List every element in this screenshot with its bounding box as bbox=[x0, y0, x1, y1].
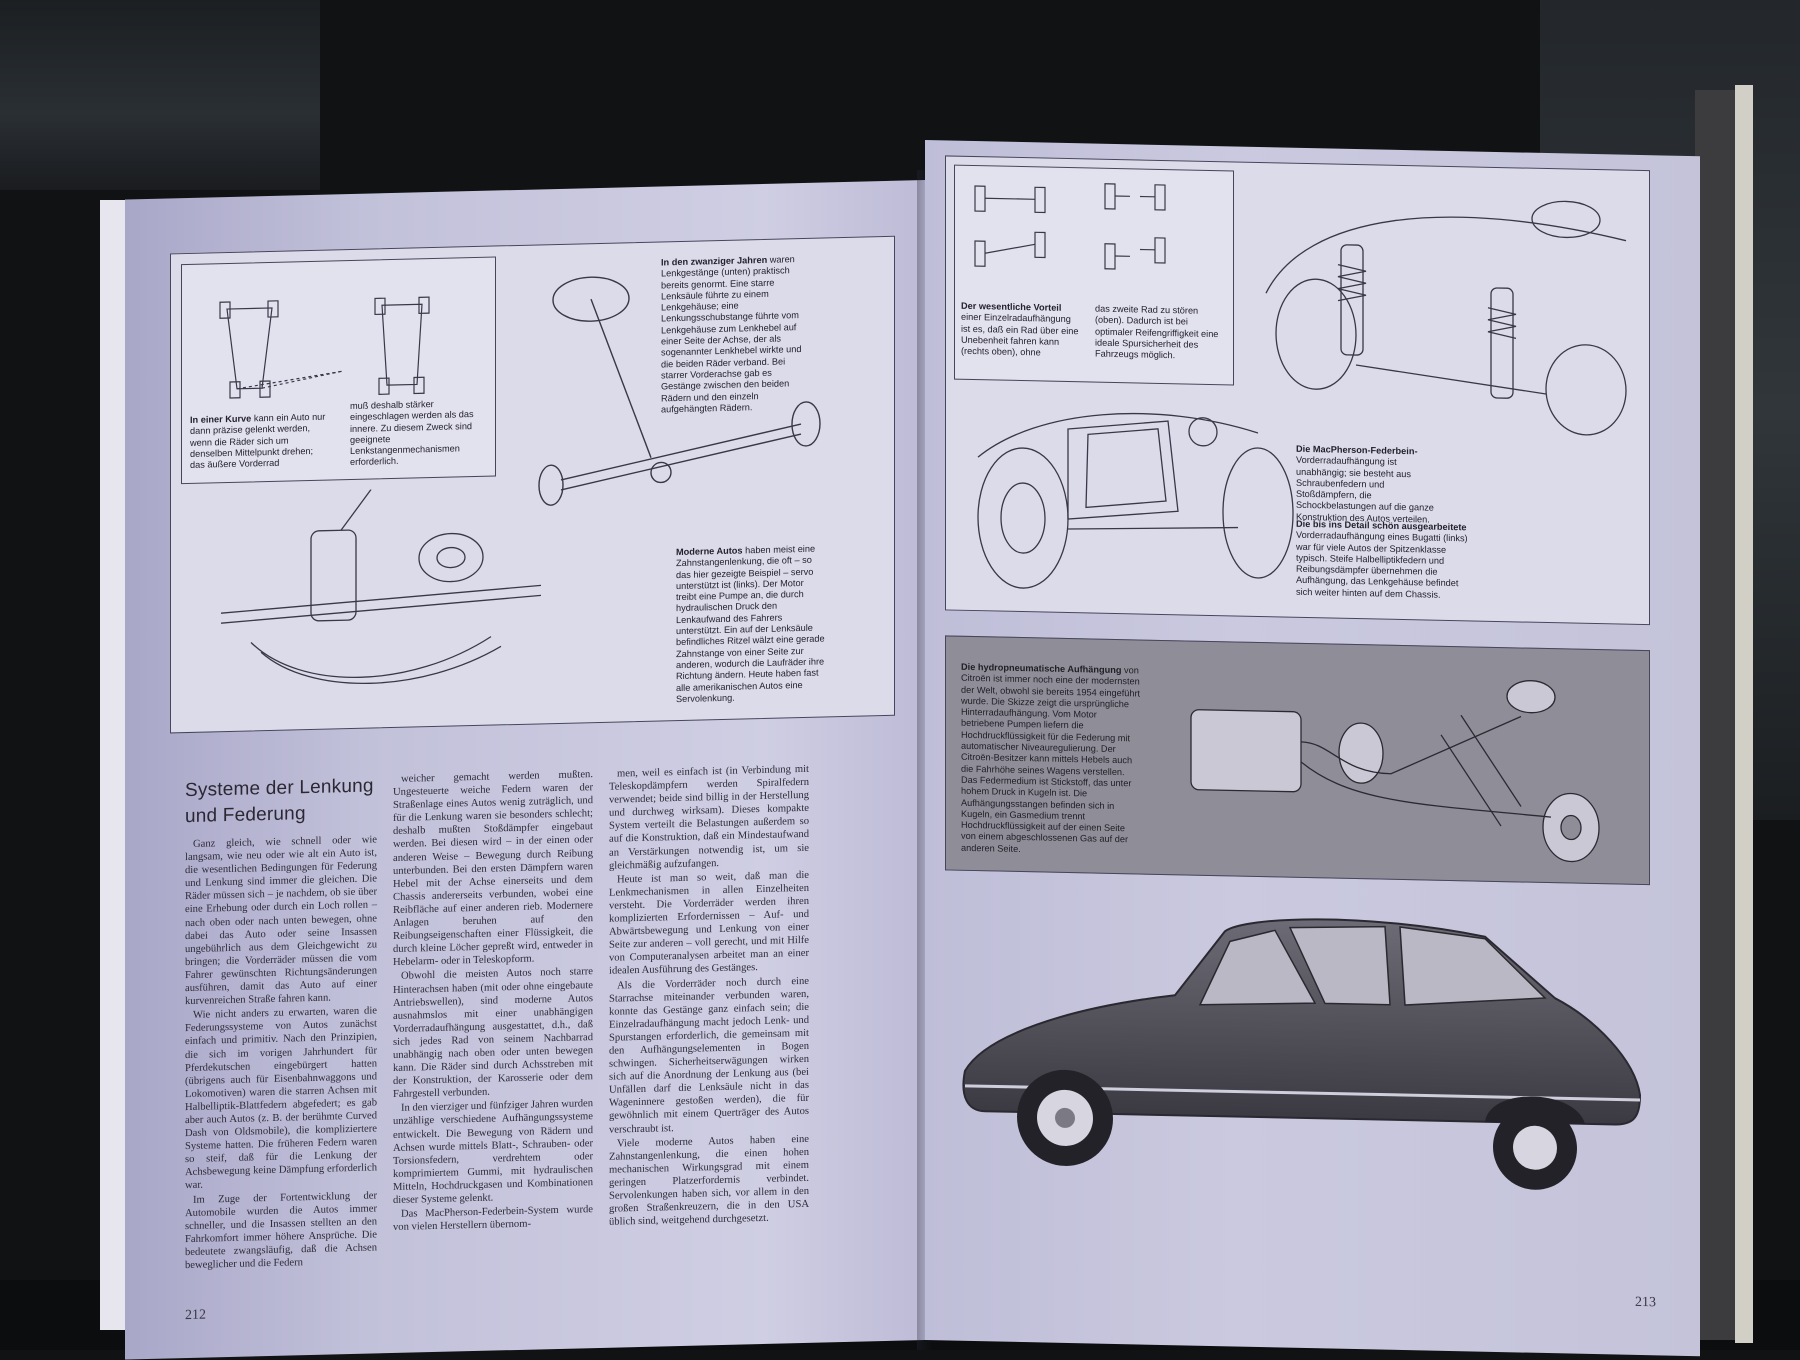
col1-paragraph: Ganz gleich, wie schnell oder wie langsa… bbox=[185, 834, 377, 1008]
steering-column-drawing bbox=[538, 276, 821, 506]
text-column-2: weicher gemacht werden mußten. Ungesteue… bbox=[393, 768, 593, 1235]
text-column-3: men, weil es einfach ist (in Verbindung … bbox=[609, 763, 809, 1230]
page-number-left: 212 bbox=[185, 1307, 206, 1324]
steering-figure-panel: In einer Kurve kann ein Auto nur dann pr… bbox=[170, 235, 895, 734]
citroen-ds-illustration bbox=[962, 918, 1642, 1190]
caption-twenties: In den zwanziger Jahren waren Lenkgestän… bbox=[661, 254, 802, 415]
hydropneumatic-suspension-drawing bbox=[1190, 680, 1600, 863]
col2-paragraph: Obwohl die meisten Autos noch starre Hin… bbox=[393, 966, 593, 1101]
text-column-1: Ganz gleich, wie schnell oder wie langsa… bbox=[185, 833, 377, 1273]
col3-paragraph: men, weil es einfach ist (in Verbindung … bbox=[609, 763, 809, 872]
caption-advantage: Der wesentliche Vorteil einer Einzelrada… bbox=[961, 300, 1079, 358]
col3-paragraph: Heute ist man so weit, daß man die Lenkm… bbox=[609, 869, 809, 978]
rack-and-pinion-drawing bbox=[220, 489, 542, 685]
col2-paragraph: weicher gemacht werden mußten. Ungesteue… bbox=[393, 769, 593, 969]
caption-hydropneumatic: Die hydropneumatische Aufhängung von Cit… bbox=[961, 661, 1141, 854]
book-cover-right bbox=[1695, 90, 1735, 1340]
col2-paragraph: Das MacPherson-Federbein-System wurde vo… bbox=[393, 1204, 593, 1234]
caption-curve: In einer Kurve kann ein Auto nur dann pr… bbox=[190, 411, 326, 471]
bugatti-front-drawing bbox=[977, 412, 1294, 589]
background-shelf-left bbox=[0, 0, 320, 190]
steering-geometry-drawing bbox=[219, 296, 430, 399]
caption-modern-cars: Moderne Autos haben meist eine Zahnstang… bbox=[676, 543, 825, 704]
wheel-movement-diagrams bbox=[974, 183, 1166, 270]
curve-inset: In einer Kurve kann ein Auto nur dann pr… bbox=[181, 256, 496, 485]
caption-curve-continued: muß deshalb stärker eingeschlagen werden… bbox=[350, 399, 474, 468]
col2-paragraph: In den vierziger und fünfziger Jahren wu… bbox=[393, 1098, 593, 1207]
caption-advantage-continued: das zweite Rad zu stören (oben). Dadurch… bbox=[1095, 303, 1219, 361]
right-page: Der wesentliche Vorteil einer Einzelrada… bbox=[925, 140, 1700, 1357]
caption-macpherson: Die MacPherson-Federbein- Vorderradaufhä… bbox=[1296, 443, 1434, 525]
hydropneumatic-figure-panel: Die hydropneumatische Aufhängung von Cit… bbox=[945, 635, 1650, 886]
suspension-figure-panel: Der wesentliche Vorteil einer Einzelrada… bbox=[945, 155, 1650, 626]
col3-paragraph: Als die Vorderräder noch durch eine Star… bbox=[609, 975, 809, 1136]
macpherson-strut-drawing bbox=[1265, 200, 1627, 436]
caption-bugatti: Die bis ins Detail schön ausgearbeitete … bbox=[1296, 518, 1468, 600]
col3-paragraph: Viele moderne Autos haben eine Zahnstang… bbox=[609, 1133, 809, 1228]
col1-paragraph: Im Zuge der Fortentwicklung der Automobi… bbox=[185, 1189, 377, 1272]
open-book: In einer Kurve kann ein Auto nur dann pr… bbox=[75, 40, 1753, 1360]
independent-suspension-inset: Der wesentliche Vorteil einer Einzelrada… bbox=[954, 164, 1234, 386]
page-number-right: 213 bbox=[1635, 1294, 1656, 1311]
col1-paragraph: Wie nicht anders zu erwarten, waren die … bbox=[185, 1005, 377, 1192]
section-heading: Systeme der Lenkung und Federung bbox=[185, 775, 374, 828]
left-page: In einer Kurve kann ein Auto nur dann pr… bbox=[125, 180, 925, 1360]
book-cover-right-edge bbox=[1735, 85, 1753, 1343]
